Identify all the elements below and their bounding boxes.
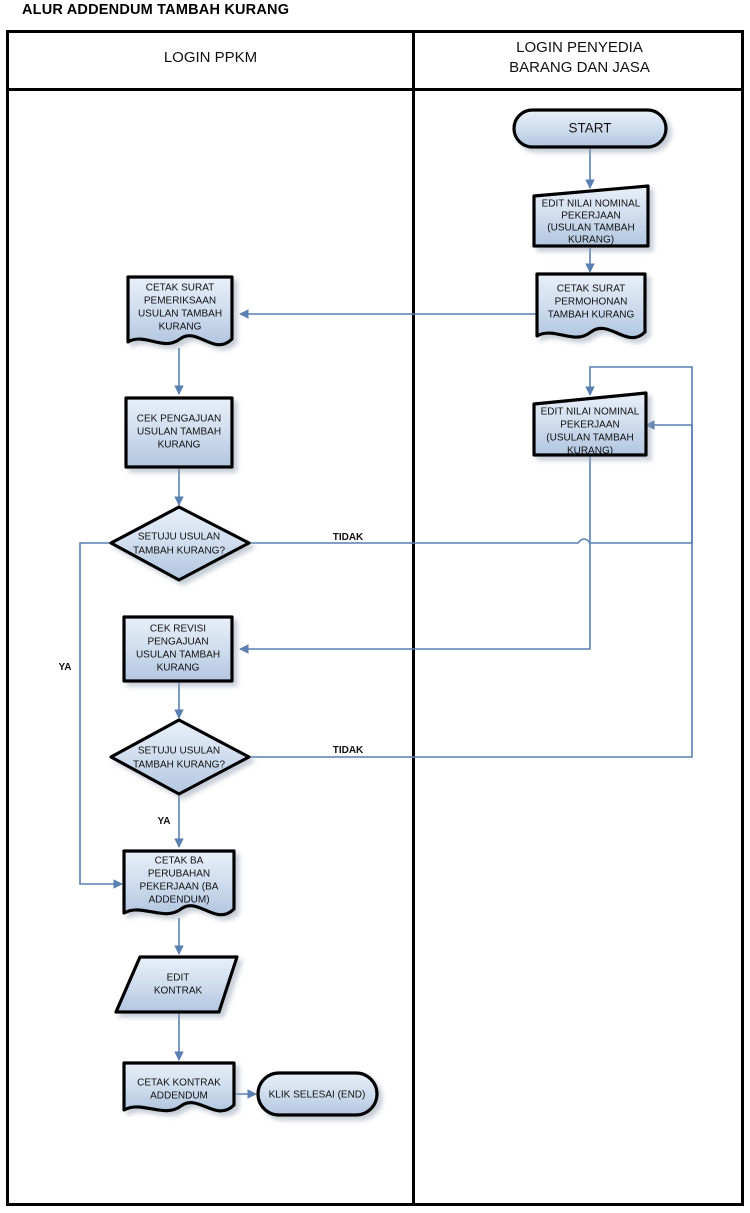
lane-header-penyedia-line1: LOGIN PENYEDIA xyxy=(516,39,643,56)
end-label: KLIK SELESAI (END) xyxy=(269,1090,366,1101)
edge-setuju-2-tidak-to-edit-nominal-2 xyxy=(249,420,693,758)
edit-nilai-nominal-2-shape xyxy=(532,391,648,457)
edit-nilai-nominal-2-line-2: PEKERJAAN xyxy=(560,420,619,431)
node-klik-selesai-end[interactable]: KLIK SELESAI (END) xyxy=(256,1071,379,1117)
cetak-surat-permohonan-line-3: TAMBAH KURANG xyxy=(548,310,635,321)
edit-nilai-nominal-1-line-4: KURANG) xyxy=(568,235,614,246)
node-cek-pengajuan[interactable]: CEK PENGAJUAN USULAN TAMBAH KURANG xyxy=(124,396,234,469)
edit-kontrak-line-2: KONTRAK xyxy=(154,986,203,997)
node-setuju-usulan-1[interactable]: SETUJU USULAN TAMBAH KURANG? xyxy=(109,505,251,582)
cetak-surat-pemeriksaan-line-4: KURANG xyxy=(159,322,202,333)
node-cetak-kontrak-addendum[interactable]: CETAK KONTRAK ADDENDUM xyxy=(122,1061,236,1113)
cetak-surat-pemeriksaan-line-1: CETAK SURAT xyxy=(146,283,215,294)
setuju-usulan-2-line-1: SETUJU USULAN xyxy=(138,746,220,757)
edit-nilai-nominal-2-line-3: (USULAN TAMBAH xyxy=(546,433,633,444)
edge-label-tidak-1: TIDAK xyxy=(333,532,364,543)
cetak-kontrak-addendum-shape xyxy=(122,1061,236,1113)
cetak-ba-line-1: CETAK BA xyxy=(155,856,204,867)
node-edit-kontrak[interactable]: EDIT KONTRAK xyxy=(114,955,239,1014)
connector-layer xyxy=(79,146,693,1099)
setuju-usulan-1-line-2: TAMBAH KURANG? xyxy=(133,546,225,557)
cek-revisi-line-3: USULAN TAMBAH xyxy=(136,650,220,661)
node-edit-nilai-nominal-2[interactable]: EDIT NILAI NOMINAL PEKERJAAN (USULAN TAM… xyxy=(532,391,648,457)
cetak-surat-pemeriksaan-line-2: PEMERIKSAAN xyxy=(144,296,216,307)
edge-edit-nominal-2-to-cek-revisi xyxy=(239,455,591,654)
cetak-surat-permohonan-shape xyxy=(535,272,647,340)
cek-revisi-pengajuan-shape xyxy=(122,615,234,683)
edge-label-tidak-2: TIDAK xyxy=(333,745,364,756)
lane-header-penyedia-line2: BARANG DAN JASA xyxy=(509,59,650,76)
cetak-ba-perubahan-shape xyxy=(122,849,236,917)
node-setuju-usulan-2[interactable]: SETUJU USULAN TAMBAH KURANG? xyxy=(109,718,251,796)
edit-nilai-nominal-1-line-3: (USULAN TAMBAH xyxy=(547,223,634,234)
start-terminator-shape xyxy=(512,108,668,149)
setuju-usulan-2-line-2: TAMBAH KURANG? xyxy=(133,760,225,771)
edge-label-ya-2: YA xyxy=(158,816,171,827)
cetak-surat-pemeriksaan-shape xyxy=(126,275,234,347)
node-cetak-surat-pemeriksaan[interactable]: CETAK SURAT PEMERIKSAAN USULAN TAMBAH KU… xyxy=(126,275,234,347)
edit-nilai-nominal-1-shape xyxy=(532,184,650,248)
lane-header-separator xyxy=(6,88,744,91)
cek-pengajuan-line-3: KURANG xyxy=(158,440,201,451)
cek-revisi-line-2: PENGAJUAN xyxy=(147,637,208,648)
cetak-kontrak-line-2: ADDENDUM xyxy=(150,1091,208,1102)
cek-pengajuan-shape xyxy=(124,396,234,469)
cetak-surat-permohonan-line-2: PERMOHONAN xyxy=(555,297,628,308)
edit-nilai-nominal-2-line-1: EDIT NILAI NOMINAL xyxy=(541,407,640,418)
node-cetak-surat-permohonan[interactable]: CETAK SURAT PERMOHONAN TAMBAH KURANG xyxy=(535,272,647,340)
cek-pengajuan-line-2: USULAN TAMBAH xyxy=(137,427,221,438)
cetak-ba-line-3: PEKERJAAN (BA xyxy=(140,882,219,893)
lane-header-login-ppkm: LOGIN PPKM xyxy=(163,49,258,66)
edit-nilai-nominal-1-line-2: PEKERJAAN xyxy=(561,211,620,222)
end-terminator-shape xyxy=(256,1071,379,1117)
node-start[interactable]: START xyxy=(512,108,668,149)
edit-kontrak-shape xyxy=(114,955,239,1014)
cetak-surat-pemeriksaan-line-3: USULAN TAMBAH xyxy=(138,309,222,320)
edit-nilai-nominal-1-line-1: EDIT NILAI NOMINAL xyxy=(542,199,641,210)
setuju-usulan-1-line-1: SETUJU USULAN xyxy=(138,532,220,543)
edge-label-ya-1: YA xyxy=(59,662,72,673)
lane-header-login-penyedia: LOGIN PENYEDIA BARANG DAN JASA xyxy=(415,38,744,78)
edit-nilai-nominal-2-line-4: KURANG) xyxy=(567,446,613,457)
cek-pengajuan-line-1: CEK PENGAJUAN xyxy=(137,414,221,425)
page-title: ALUR ADDENDUM TAMBAH KURANG xyxy=(22,2,290,18)
setuju-usulan-1-shape xyxy=(109,505,251,582)
node-cek-revisi-pengajuan[interactable]: CEK REVISI PENGAJUAN USULAN TAMBAH KURAN… xyxy=(122,615,234,683)
setuju-usulan-2-shape xyxy=(109,718,251,796)
edit-kontrak-line-1: EDIT xyxy=(167,973,190,984)
cetak-ba-line-2: PERUBAHAN xyxy=(148,869,210,880)
cetak-kontrak-line-1: CETAK KONTRAK xyxy=(137,1078,221,1089)
cek-revisi-line-1: CEK REVISI xyxy=(150,624,206,635)
cek-revisi-line-4: KURANG xyxy=(157,663,200,674)
start-label: START xyxy=(568,121,611,136)
node-edit-nilai-nominal-1[interactable]: EDIT NILAI NOMINAL PEKERJAAN (USULAN TAM… xyxy=(532,184,650,248)
node-cetak-ba-perubahan[interactable]: CETAK BA PERUBAHAN PEKERJAAN (BA ADDENDU… xyxy=(122,849,236,917)
cetak-surat-permohonan-line-1: CETAK SURAT xyxy=(557,284,626,295)
edge-setuju-1-ya-to-cetak-ba xyxy=(79,542,123,889)
cetak-ba-line-4: ADDENDUM) xyxy=(148,895,209,906)
lane-divider xyxy=(412,30,415,1206)
